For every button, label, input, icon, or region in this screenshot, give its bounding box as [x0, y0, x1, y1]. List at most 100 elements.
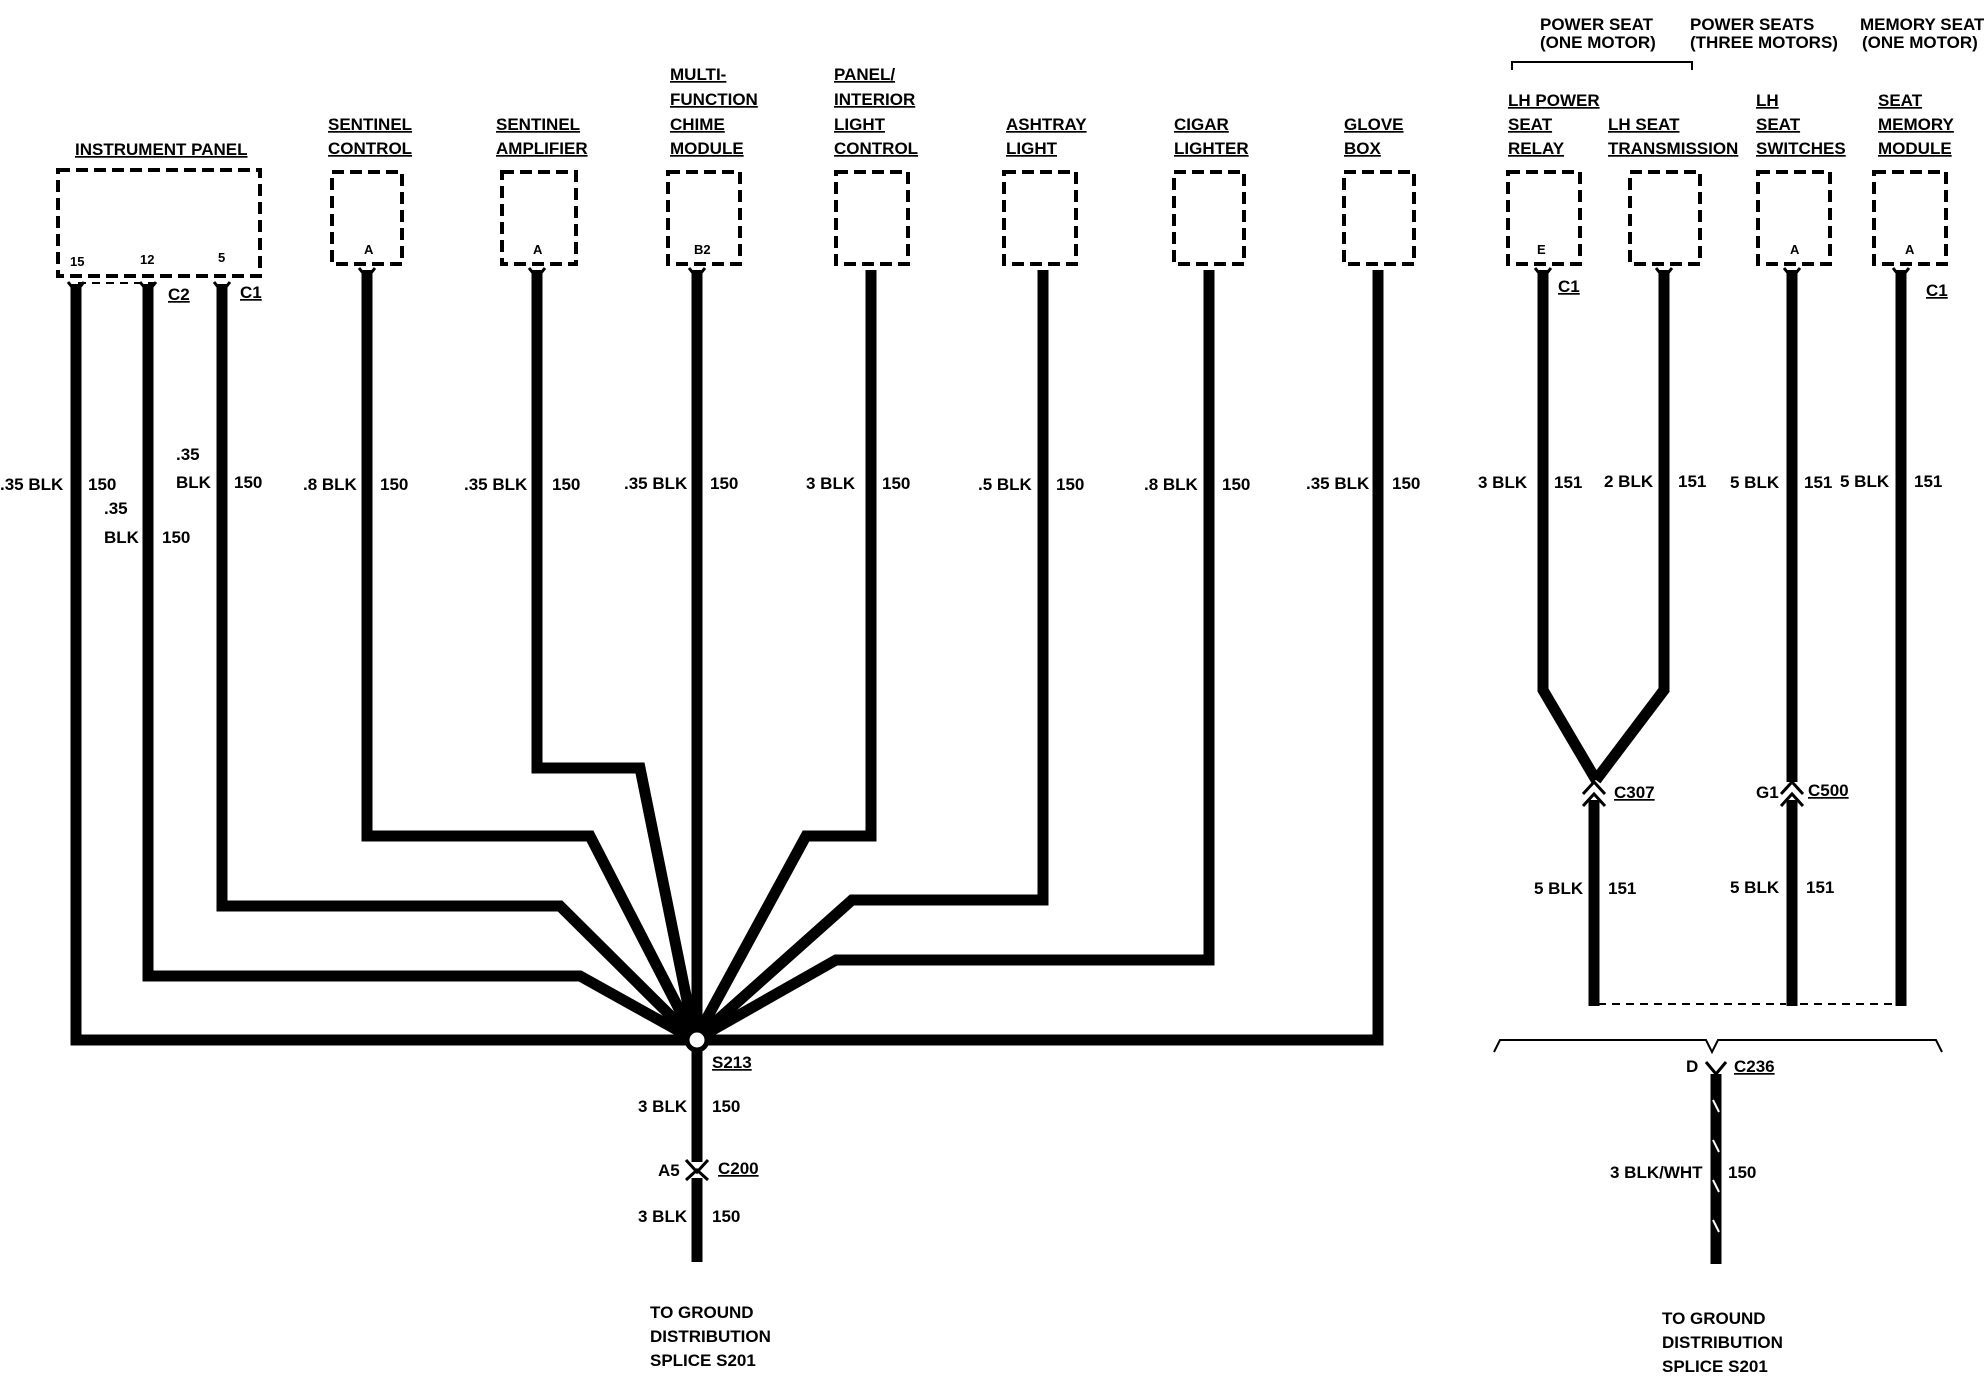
glove-box-label-1: GLOVE	[1344, 115, 1404, 134]
header-power-seat-one-motor: POWER SEAT	[1540, 15, 1654, 34]
lh-seat-switches-label-2: SEAT	[1756, 115, 1801, 134]
light-control-size: 3 BLK	[806, 474, 856, 493]
light-control-label-4: CONTROL	[834, 139, 918, 158]
relay-pin: E	[1537, 242, 1546, 257]
ashtray-size: .5 BLK	[978, 475, 1033, 494]
memory-size: 5 BLK	[1840, 472, 1890, 491]
transmission-size: 2 BLK	[1604, 472, 1654, 491]
ip12-size-a: .35	[104, 499, 128, 518]
ashtray-light-box	[1002, 170, 1078, 266]
lh-seat-transmission-label-2: TRANSMISSION	[1608, 139, 1738, 158]
ip5-size-b: BLK	[176, 473, 212, 492]
memory-pin: A	[1905, 242, 1915, 257]
left-harness-wires	[70, 270, 1384, 1262]
glove-box-label-2: BOX	[1344, 139, 1382, 158]
c500-pin: G1	[1756, 783, 1779, 802]
switches-size: 5 BLK	[1730, 473, 1780, 492]
header-power-seats-three-motors: POWER SEATS	[1690, 15, 1814, 34]
right-footnote-2: DISTRIBUTION	[1662, 1333, 1783, 1352]
seat-memory-module-label-1: SEAT	[1878, 91, 1923, 110]
ip-pin-15: 15	[70, 254, 84, 269]
c236-out-circuit: 150	[1728, 1163, 1756, 1182]
c307-out-size: 5 BLK	[1534, 879, 1584, 898]
c236-label: C236	[1734, 1057, 1775, 1076]
right-collect-bracket	[1493, 1039, 1943, 1055]
sentinel-control-label-1: SENTINEL	[328, 115, 412, 134]
right-footnote-3: SPLICE S201	[1662, 1357, 1768, 1376]
ip-pin-12: 12	[140, 252, 154, 267]
seat-memory-module-label-2: MEMORY	[1878, 115, 1955, 134]
header-power-seats-three-motors-sub: (THREE MOTORS)	[1690, 33, 1838, 52]
sentinel-amplifier-label-1: SENTINEL	[496, 115, 580, 134]
lh-power-seat-relay-label-1: LH POWER	[1508, 91, 1600, 110]
s213-out-size: 3 BLK	[638, 1097, 688, 1116]
seat-memory-module-label-3: MODULE	[1878, 139, 1952, 158]
ashtray-light-label-1: ASHTRAY	[1006, 115, 1087, 134]
chime-circuit: 150	[710, 474, 738, 493]
left-footnote-2: DISTRIBUTION	[650, 1327, 771, 1346]
switches-circuit: 151	[1804, 473, 1832, 492]
light-control-label-2: INTERIOR	[834, 90, 915, 109]
left-pin-chevrons	[66, 267, 1911, 295]
sentinel-control-size: .8 BLK	[303, 475, 358, 494]
switches-pin: A	[1790, 242, 1800, 257]
glove-circuit: 150	[1392, 474, 1420, 493]
ip-conn-c2: C2	[168, 285, 190, 304]
lh-power-seat-relay-label-2: SEAT	[1508, 115, 1553, 134]
header-power-seat-one-motor-sub: (ONE MOTOR)	[1540, 33, 1656, 52]
sentinel-control-box	[330, 170, 404, 266]
sentinel-control-label-2: CONTROL	[328, 139, 412, 158]
sentinel-amplifier-box	[500, 170, 578, 266]
c307-connector-icon	[1581, 779, 1607, 808]
ip5-size-a: .35	[176, 445, 200, 464]
c200-out-circuit: 150	[712, 1207, 740, 1226]
c500-label: C500	[1808, 781, 1849, 800]
c500-connector-icon	[1779, 779, 1805, 808]
ashtray-circuit: 150	[1056, 475, 1084, 494]
left-footnote-3: SPLICE S201	[650, 1351, 756, 1370]
ip12-circuit: 150	[162, 528, 190, 547]
c307-out-circuit: 151	[1608, 879, 1636, 898]
relay-conn-c1: C1	[1558, 277, 1580, 296]
c307-label: C307	[1614, 783, 1655, 802]
header-bracket	[1511, 61, 1693, 70]
right-footnote-1: TO GROUND	[1662, 1309, 1766, 1328]
c500-out-size: 5 BLK	[1730, 878, 1780, 897]
lh-seat-transmission-box	[1628, 170, 1702, 266]
lh-seat-transmission-label-1: LH SEAT	[1608, 115, 1680, 134]
lh-seat-switches-box	[1756, 170, 1832, 266]
c200-label: C200	[718, 1159, 759, 1178]
cigar-size: .8 BLK	[1144, 475, 1199, 494]
light-control-label-3: LIGHT	[834, 115, 886, 134]
instrument-panel-box	[56, 168, 262, 278]
lh-power-seat-relay-label-3: RELAY	[1508, 139, 1565, 158]
ip12-size-b: BLK	[104, 528, 140, 547]
light-control-circuit: 150	[882, 474, 910, 493]
header-memory-seat-sub: (ONE MOTOR)	[1862, 33, 1978, 52]
lh-seat-switches-label-3: SWITCHES	[1756, 139, 1846, 158]
ip5-circuit: 150	[234, 473, 262, 492]
chime-module-label-3: CHIME	[670, 115, 725, 134]
header-memory-seat: MEMORY SEAT	[1860, 15, 1984, 34]
s213-out-circuit: 150	[712, 1097, 740, 1116]
chime-module-label-2: FUNCTION	[670, 90, 758, 109]
cigar-lighter-label-2: LIGHTER	[1174, 139, 1249, 158]
c200-out-size: 3 BLK	[638, 1207, 688, 1226]
c236-out-size: 3 BLK/WHT	[1610, 1163, 1703, 1182]
relay-size: 3 BLK	[1478, 473, 1528, 492]
s213-label: S213	[712, 1053, 752, 1072]
cigar-circuit: 150	[1222, 475, 1250, 494]
right-harness-wires	[1537, 270, 1907, 1006]
sentinel-amplifier-label-2: AMPLIFIER	[496, 139, 588, 158]
sentinel-amp-circuit: 150	[552, 475, 580, 494]
light-control-label-1: PANEL/	[834, 65, 895, 84]
ip15-size: .35 BLK	[0, 475, 64, 494]
ip-pin-5: 5	[218, 250, 225, 265]
c500-out-circuit: 151	[1806, 878, 1834, 897]
sentinel-control-pin: A	[364, 242, 374, 257]
chime-module-label-4: MODULE	[670, 139, 744, 158]
transmission-circuit: 151	[1678, 472, 1706, 491]
sentinel-amp-size: .35 BLK	[464, 475, 528, 494]
memory-conn-c1: C1	[1926, 281, 1948, 300]
